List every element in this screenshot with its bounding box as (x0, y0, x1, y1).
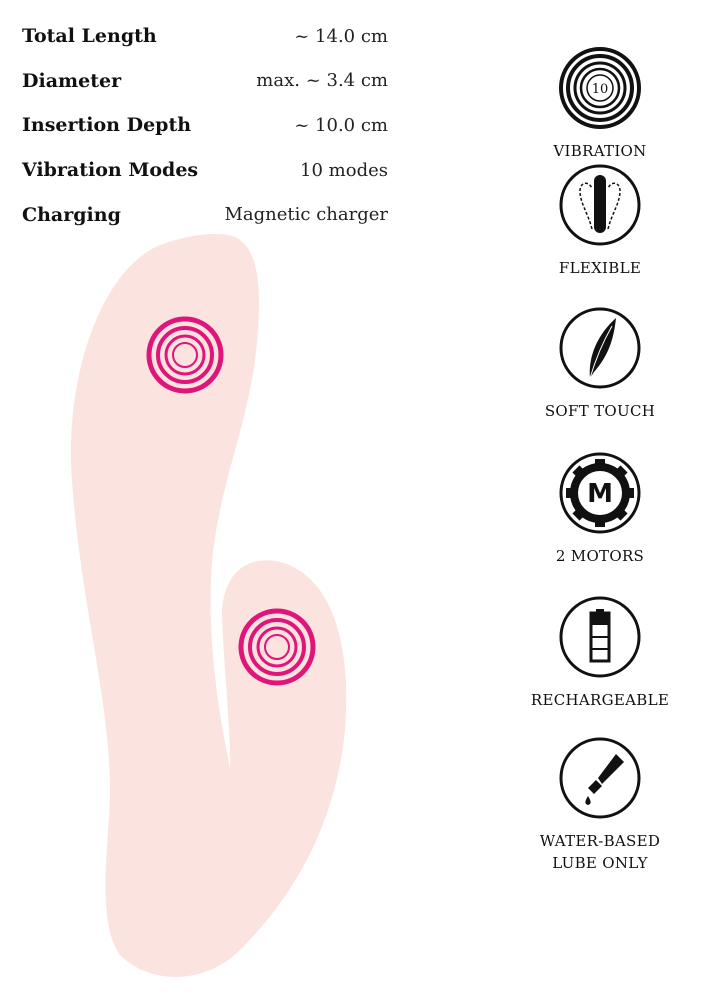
spec-row: Vibration Modes 10 modes (22, 148, 388, 193)
spec-row: Diameter max. ~ 3.4 cm (22, 59, 388, 104)
product-silhouette (70, 234, 347, 977)
feature-label-line: WATER-BASED (539, 832, 661, 850)
spec-label: Total Length (22, 25, 157, 48)
feature-rechargeable: RECHARGEABLE (520, 595, 680, 711)
product-body (70, 234, 347, 977)
spec-label: Insertion Depth (22, 114, 192, 137)
feature-label: WATER-BASED LUBE ONLY (520, 830, 680, 874)
motor-badge: M (587, 479, 613, 509)
vibration-badge: 10 (592, 82, 609, 97)
feature-label: 2 MOTORS (555, 547, 645, 565)
feature-label: RECHARGEABLE (530, 691, 670, 709)
spec-label: Diameter (22, 69, 122, 92)
feature-soft-touch: SOFT TOUCH (520, 306, 680, 422)
feature-vibration: 10 VIBRATION (520, 46, 680, 162)
vibration-zone-upper (146, 316, 224, 394)
feature-label: FLEXIBLE (558, 259, 642, 277)
spec-value: Magnetic charger (224, 204, 388, 226)
spec-label: Vibration Modes (22, 159, 199, 182)
feature-label: SOFT TOUCH (544, 402, 656, 420)
lube-tube-icon (559, 737, 641, 819)
vibration-rings-icon: 10 (559, 47, 641, 129)
feature-motors: M 2 MOTORS (520, 451, 680, 567)
battery-icon (559, 596, 641, 678)
motor-gear-icon: M (559, 452, 641, 534)
spec-row: Insertion Depth ~ 10.0 cm (22, 103, 388, 148)
feature-label: VIBRATION (553, 142, 647, 160)
spec-value: ~ 14.0 cm (294, 25, 388, 47)
feature-water-based-lube: WATER-BASED LUBE ONLY (520, 736, 680, 874)
spec-row: Total Length ~ 14.0 cm (22, 14, 388, 59)
spec-table: Total Length ~ 14.0 cm Diameter max. ~ 3.4… (22, 14, 388, 237)
spec-value: ~ 10.0 cm (294, 114, 388, 136)
spec-value: 10 modes (300, 159, 388, 181)
feature-flexible: FLEXIBLE (520, 163, 680, 279)
spec-value: max. ~ 3.4 cm (256, 70, 388, 92)
spec-row: Charging Magnetic charger (22, 192, 388, 237)
vibration-zone-lower (238, 608, 316, 686)
feather-icon (559, 307, 641, 389)
flexible-icon (559, 164, 641, 246)
spec-label: Charging (22, 203, 121, 226)
feature-label-line: LUBE ONLY (552, 854, 648, 872)
